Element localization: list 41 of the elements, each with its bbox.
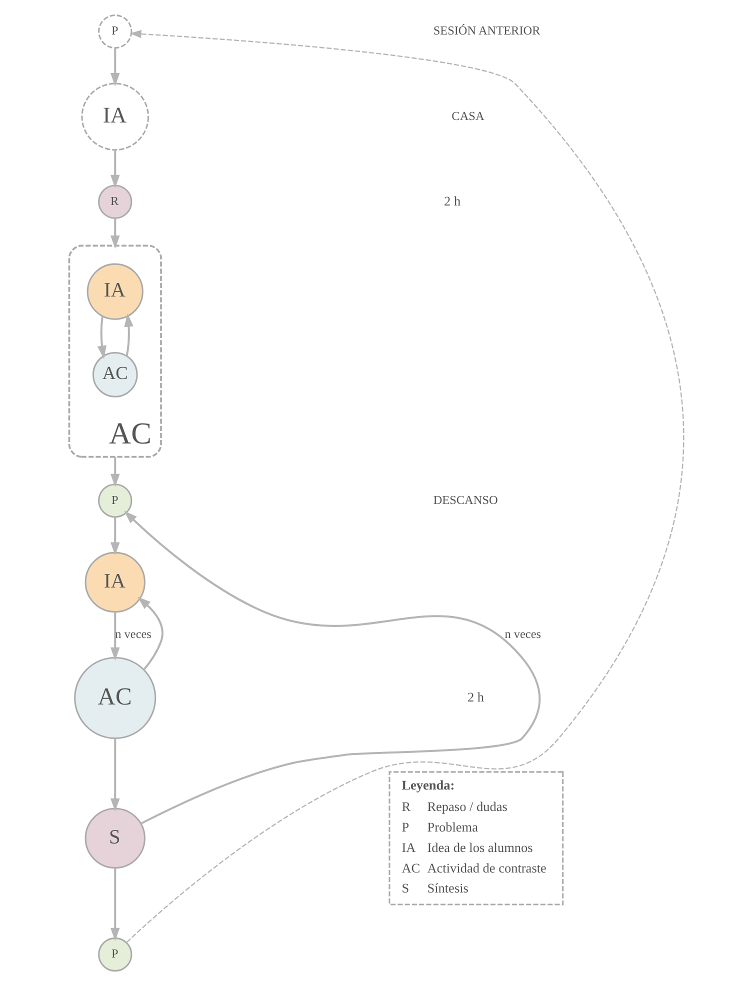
label: Repaso / dudas [427,798,508,814]
node-circle: IA [84,551,146,612]
node-circle: S [84,807,146,868]
label: 2 h [444,192,461,208]
label: S [402,880,410,896]
arrow [110,150,120,188]
arrow [126,29,684,942]
edge-label: n veces [115,626,152,640]
node-circle: P [98,483,132,518]
node-circle: IA [86,262,144,320]
label: P [402,819,410,834]
node-circle: AC [74,656,156,739]
edge-label: n veces [504,626,542,640]
arrow [124,510,540,824]
arrow [110,611,120,660]
arrow [110,738,120,812]
arrow [110,868,120,941]
label: R [402,798,411,814]
label: DESCANSO [433,492,498,506]
label: CASA [452,108,484,122]
arrow [124,312,134,356]
node-circle: R [98,184,132,218]
node-circle: AC [92,352,138,397]
arrow [110,48,120,86]
label: Problema [427,819,478,834]
node-circle: IA [81,82,150,150]
node-circle: P [98,14,132,48]
label: Leyenda: [402,777,455,792]
label: AC [402,860,420,875]
arrow [110,456,120,487]
label: 2 h [467,688,484,704]
node-circle: P [98,936,132,972]
label: Síntesis [427,880,468,896]
arrow [110,516,120,555]
label: Idea de los alumnos [427,839,533,854]
label: SESIÓN ANTERIOR [433,23,540,38]
label: Actividad de contraste [427,860,546,875]
arrow [137,596,164,670]
arrow [97,316,107,358]
arrow [110,218,120,248]
label: IA [402,839,416,854]
